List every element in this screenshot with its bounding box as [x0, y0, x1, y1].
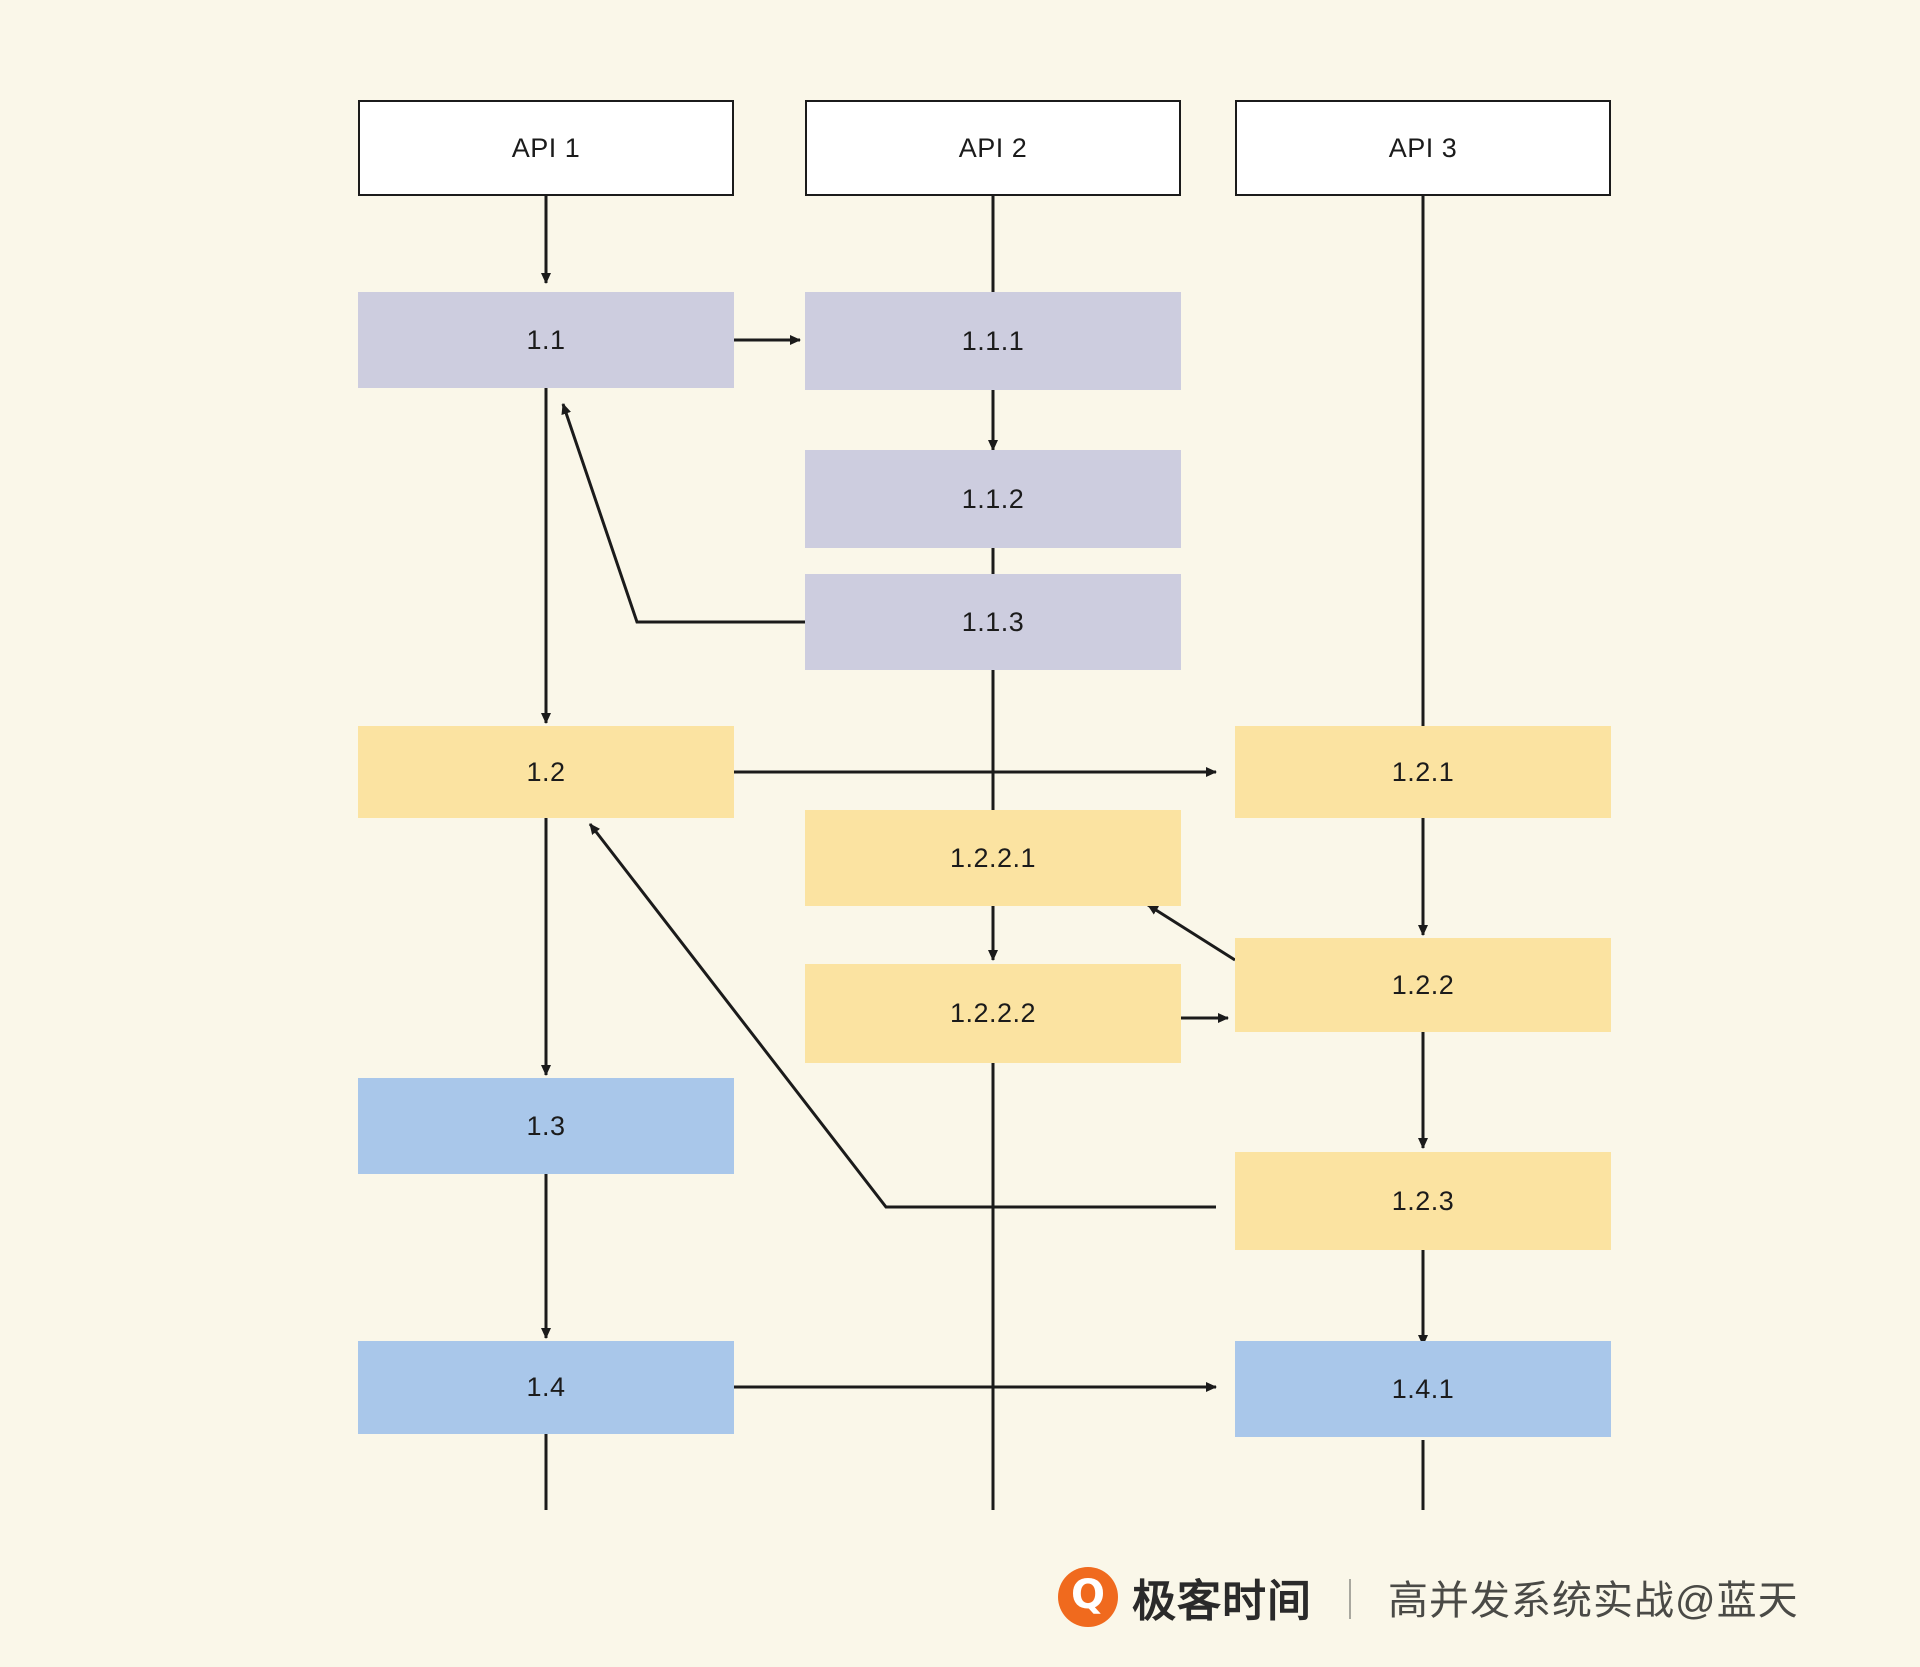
node-1-1-3[interactable]: 1.1.3 — [805, 574, 1181, 670]
watermark: Q 极客时间 ｜ 高并发系统实战@蓝天 — [1058, 1560, 1799, 1634]
node-1-2-1[interactable]: 1.2.1 — [1235, 726, 1611, 818]
edge-n123-to-n12 — [588, 823, 1216, 1209]
node-1-1-1[interactable]: 1.1.1 — [805, 292, 1181, 390]
node-1-2-3[interactable]: 1.2.3 — [1235, 1152, 1611, 1250]
edge-n122-to-n1221 — [1147, 903, 1236, 962]
watermark-brand: 极客时间 — [1132, 1577, 1312, 1626]
logo-glyph: Q — [1070, 1572, 1105, 1618]
node-1-2-2-1[interactable]: 1.2.2.1 — [805, 810, 1181, 906]
watermark-tagline: 高并发系统实战@蓝天 — [1388, 1579, 1799, 1623]
node-1-1[interactable]: 1.1 — [358, 292, 734, 388]
node-1-1-2[interactable]: 1.1.2 — [805, 450, 1181, 548]
node-1-2[interactable]: 1.2 — [358, 726, 734, 818]
watermark-separator: ｜ — [1330, 1579, 1370, 1623]
node-1-2-2[interactable]: 1.2.2 — [1235, 938, 1611, 1032]
edge-n113-to-n11 — [561, 403, 808, 624]
node-1-3[interactable]: 1.3 — [358, 1078, 734, 1174]
lane-header-api1[interactable]: API 1 — [358, 100, 734, 196]
node-1-2-2-2[interactable]: 1.2.2.2 — [805, 964, 1181, 1063]
geekbang-logo-icon: Q — [1058, 1567, 1118, 1627]
node-1-4-1[interactable]: 1.4.1 — [1235, 1341, 1611, 1437]
node-1-4[interactable]: 1.4 — [358, 1341, 734, 1434]
lane-header-api2[interactable]: API 2 — [805, 100, 1181, 196]
lane-header-api3[interactable]: API 3 — [1235, 100, 1611, 196]
